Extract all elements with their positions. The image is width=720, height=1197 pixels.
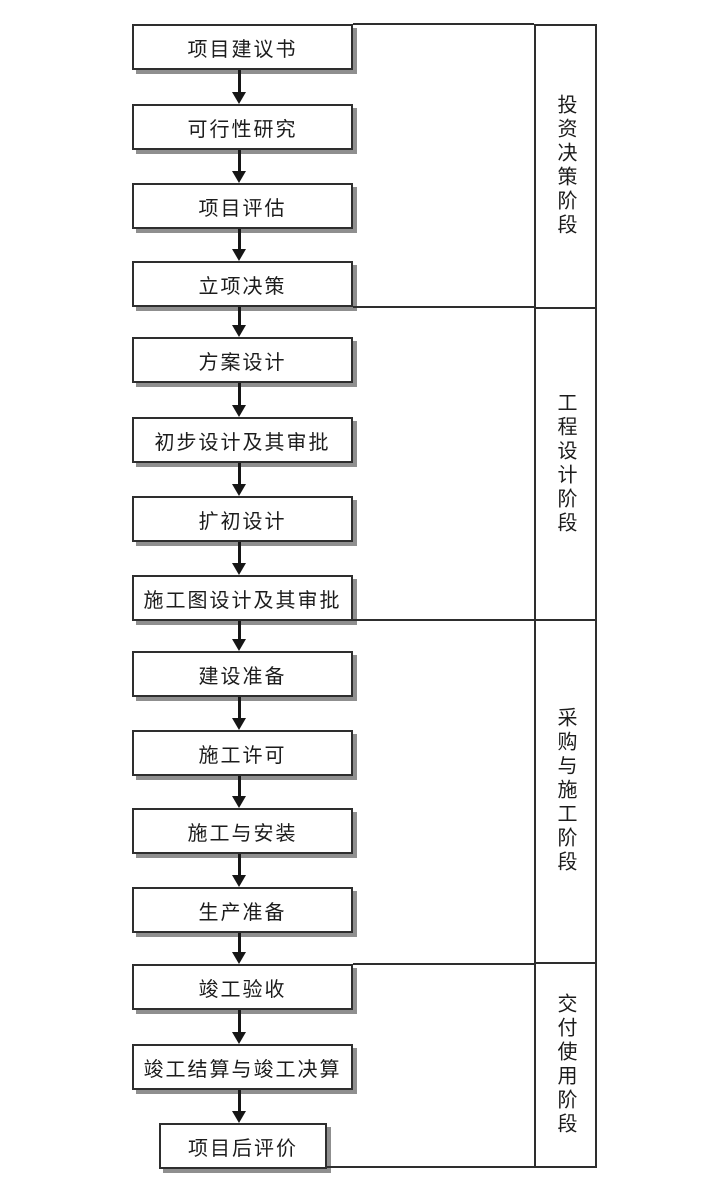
- phase-label: 工程设计阶段: [554, 391, 576, 536]
- flow-step-feasibility-study: 可行性研究: [132, 104, 353, 150]
- flow-step-construction-drawings: 施工图设计及其审批: [132, 575, 353, 621]
- flow-step-scheme-design: 方案设计: [132, 337, 353, 383]
- flow-step-label: 项目建议书: [187, 38, 298, 61]
- phase-section-investment-decision: 投资决策阶段: [536, 26, 595, 307]
- phase-section-procurement-construction: 采购与施工阶段: [536, 618, 595, 962]
- flow-step-production-prep: 生产准备: [132, 887, 353, 933]
- flow-step-label: 立项决策: [198, 275, 287, 298]
- down-arrow-icon: [232, 1010, 247, 1044]
- down-arrow-icon: [232, 229, 247, 261]
- flow-step-label: 竣工结算与竣工决算: [143, 1058, 342, 1081]
- down-arrow-icon: [232, 776, 247, 808]
- down-arrow-icon: [232, 463, 247, 496]
- flow-step-label: 扩初设计: [198, 510, 287, 533]
- connector-line-top: [353, 23, 534, 25]
- flow-step-label: 竣工验收: [198, 978, 287, 1001]
- flow-step-label: 可行性研究: [187, 118, 298, 141]
- down-arrow-icon: [232, 697, 247, 730]
- down-arrow-icon: [232, 542, 247, 575]
- flow-step-label: 初步设计及其审批: [154, 431, 331, 454]
- flow-step-project-proposal: 项目建议书: [132, 24, 353, 70]
- down-arrow-icon: [232, 933, 247, 964]
- phase-label: 采购与施工阶段: [554, 707, 576, 876]
- phase-section-engineering-design: 工程设计阶段: [536, 306, 595, 619]
- flow-step-label: 生产准备: [198, 901, 287, 924]
- flow-step-completion-acceptance: 竣工验收: [132, 964, 353, 1010]
- down-arrow-icon: [232, 307, 247, 337]
- flow-step-construction-prep: 建设准备: [132, 651, 353, 697]
- flow-step-label: 方案设计: [198, 351, 287, 374]
- flow-step-completion-settlement: 竣工结算与竣工决算: [132, 1044, 353, 1090]
- down-arrow-icon: [232, 383, 247, 417]
- flow-step-project-evaluation: 项目评估: [132, 183, 353, 229]
- connector-line-phase-3-4: [353, 963, 534, 965]
- phase-label: 交付使用阶段: [554, 992, 576, 1137]
- flow-step-construction-permit: 施工许可: [132, 730, 353, 776]
- connector-line-phase-2-3: [353, 619, 534, 621]
- flow-step-label: 建设准备: [198, 665, 287, 688]
- flow-step-label: 施工许可: [198, 744, 287, 767]
- flow-step-label: 施工与安装: [187, 822, 298, 845]
- down-arrow-icon: [232, 70, 247, 104]
- flow-step-approval-decision: 立项决策: [132, 261, 353, 307]
- down-arrow-icon: [232, 854, 247, 887]
- flow-step-label: 施工图设计及其审批: [143, 589, 342, 612]
- down-arrow-icon: [232, 150, 247, 183]
- flow-step-construction-install: 施工与安装: [132, 808, 353, 854]
- flow-step-label: 项目评估: [198, 197, 287, 220]
- flow-step-label: 项目后评价: [188, 1137, 298, 1160]
- connector-line-bottom: [327, 1166, 534, 1168]
- phase-label: 投资决策阶段: [554, 94, 576, 239]
- flow-step-preliminary-design: 初步设计及其审批: [132, 417, 353, 463]
- phase-section-delivery-use: 交付使用阶段: [536, 961, 595, 1166]
- flow-step-expanded-design: 扩初设计: [132, 496, 353, 542]
- down-arrow-icon: [232, 1090, 247, 1123]
- phase-column: 投资决策阶段 工程设计阶段 采购与施工阶段 交付使用阶段: [534, 24, 597, 1168]
- connector-line-phase-1-2: [353, 306, 534, 308]
- down-arrow-icon: [232, 621, 247, 651]
- flow-step-post-evaluation: 项目后评价: [159, 1123, 327, 1169]
